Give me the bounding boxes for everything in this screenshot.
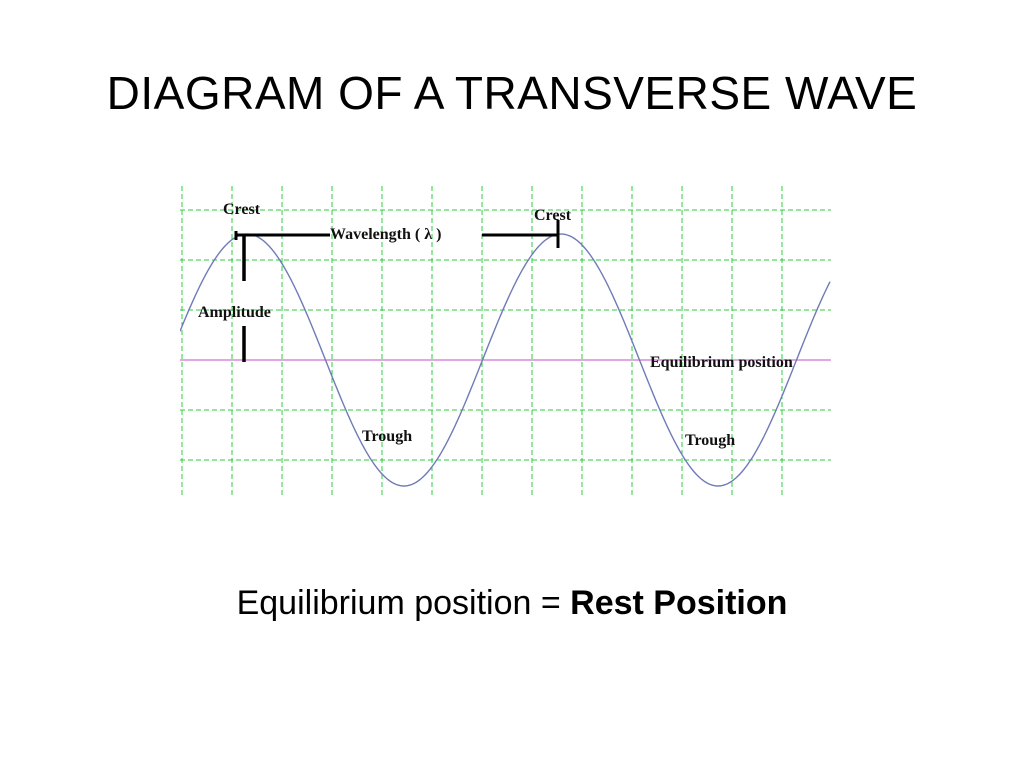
wavelength-label: Wavelength ( λ ) xyxy=(330,226,441,243)
caption-prefix: Equilibrium position = xyxy=(236,584,571,622)
trough-label-right: Trough xyxy=(685,432,735,449)
caption: Equilibrium position = Rest Position xyxy=(0,584,1024,623)
trough-label-left: Trough xyxy=(362,428,412,445)
crest-label-right: Crest xyxy=(534,207,572,224)
diagram-background xyxy=(180,186,831,495)
equilibrium-position-label: Equilibrium position xyxy=(650,354,793,371)
amplitude-label: Amplitude xyxy=(198,304,271,321)
transverse-wave-diagram: Crest Crest Wavelength ( λ ) Amplitude E… xyxy=(180,186,831,495)
caption-emphasis: Rest Position xyxy=(570,584,788,622)
crest-label-left: Crest xyxy=(223,201,261,218)
wave-curve xyxy=(180,233,831,487)
slide-title: DIAGRAM OF A TRANSVERSE WAVE xyxy=(106,67,918,119)
